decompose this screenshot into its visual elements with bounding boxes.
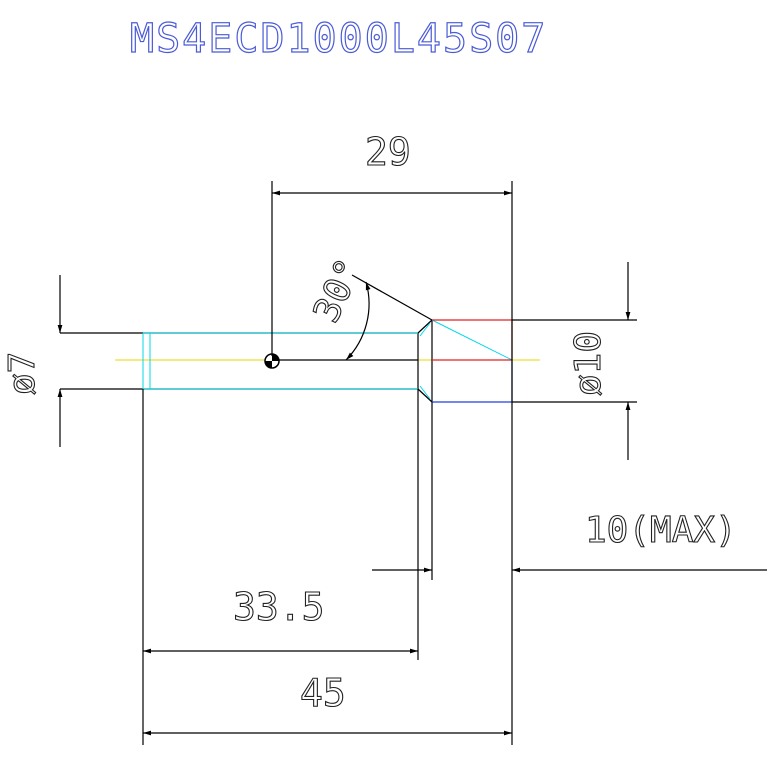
part-number-title: MS4ECD1000L45S07 xyxy=(130,16,547,62)
shank-outline xyxy=(60,319,433,403)
head-bottom xyxy=(432,360,513,403)
dim-10-label: ø10 xyxy=(568,331,609,396)
dim-33-5-label: 33.5 xyxy=(233,585,325,629)
dim-45-label: 45 xyxy=(300,671,346,715)
dim-29-label: 29 xyxy=(365,130,411,174)
dim-max-label: 10(MAX) xyxy=(585,510,737,551)
angle-label: 30° xyxy=(306,253,371,329)
angle-arc xyxy=(345,281,371,361)
dim-7-label: ø7 xyxy=(2,352,43,395)
shank-highlight xyxy=(142,319,513,400)
center-point-marker xyxy=(264,353,280,369)
